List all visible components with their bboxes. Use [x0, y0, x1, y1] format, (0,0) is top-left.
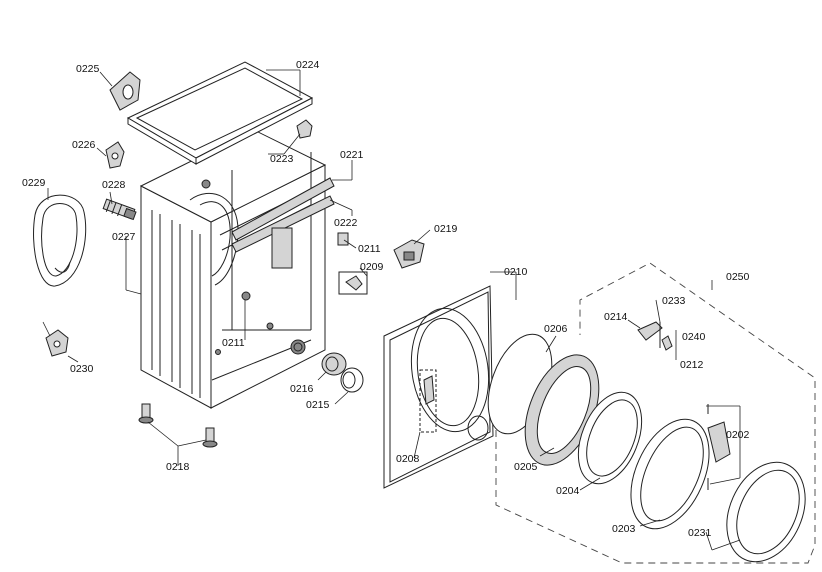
label-0218: 0218: [166, 461, 190, 473]
label-0206: 0206: [544, 323, 568, 335]
label-0223: 0223: [270, 153, 294, 165]
part-0210-front-panel: [383, 285, 494, 489]
label-0230: 0230: [70, 363, 94, 375]
label-0205: 0205: [514, 461, 538, 473]
part-0202-handle: [707, 404, 731, 490]
label-0225: 0225: [76, 63, 100, 75]
label-0227: 0227: [112, 231, 136, 243]
cabinet-body: [139, 129, 335, 409]
assembly-boundary-0250: [495, 262, 816, 564]
label-0226: 0226: [72, 139, 96, 151]
part-0203-door-outer-ring: [630, 418, 710, 530]
label-0214: 0214: [604, 311, 628, 323]
label-0208: 0208: [396, 453, 420, 465]
label-0212: 0212: [680, 359, 704, 371]
part-0229-gasket: [33, 194, 87, 287]
part-0204-door-glass: [577, 391, 643, 485]
label-0216: 0216: [290, 383, 314, 395]
label-0210: 0210: [504, 266, 528, 278]
part-0218-foot: [138, 403, 218, 448]
label-0250: 0250: [726, 271, 750, 283]
label-0221: 0221: [340, 149, 364, 161]
label-0222: 0222: [334, 217, 358, 229]
part-0226-clip: [105, 141, 125, 169]
label-0202: 0202: [726, 429, 750, 441]
label-0228: 0228: [102, 179, 126, 191]
label-0233: 0233: [662, 295, 686, 307]
part-0228-absorber-pin: [102, 198, 137, 221]
label-0204: 0204: [556, 485, 580, 497]
part-0231-door-frame-cover: [726, 461, 806, 563]
label-0231: 0231: [688, 527, 712, 539]
part-0214-hinge: [637, 321, 673, 351]
part-0216-cap: [321, 352, 347, 376]
label-0219: 0219: [434, 223, 458, 235]
leader-lines: [42, 69, 741, 551]
part-0223-clip: [296, 119, 313, 139]
label-0224: 0224: [296, 59, 320, 71]
label-0211-bottom: 0211: [222, 337, 245, 349]
label-0203: 0203: [612, 523, 636, 535]
label-0209: 0209: [360, 261, 384, 273]
part-labels: 0225 0224 0226 0228 0229 0227 0223 0221 …: [22, 59, 750, 539]
label-0211-right: 0211: [358, 243, 381, 255]
label-0215: 0215: [306, 399, 330, 411]
label-0229: 0229: [22, 177, 46, 189]
part-0219-drain-connector: [393, 239, 425, 269]
part-0215-cap: [340, 367, 364, 393]
top-cover: [126, 61, 314, 165]
part-0225-bracket: [109, 71, 141, 111]
label-0240: 0240: [682, 331, 706, 343]
part-0209-lock: [338, 271, 368, 295]
part-0222-clip: [337, 232, 349, 246]
part-0230-foot-plate: [45, 329, 69, 357]
